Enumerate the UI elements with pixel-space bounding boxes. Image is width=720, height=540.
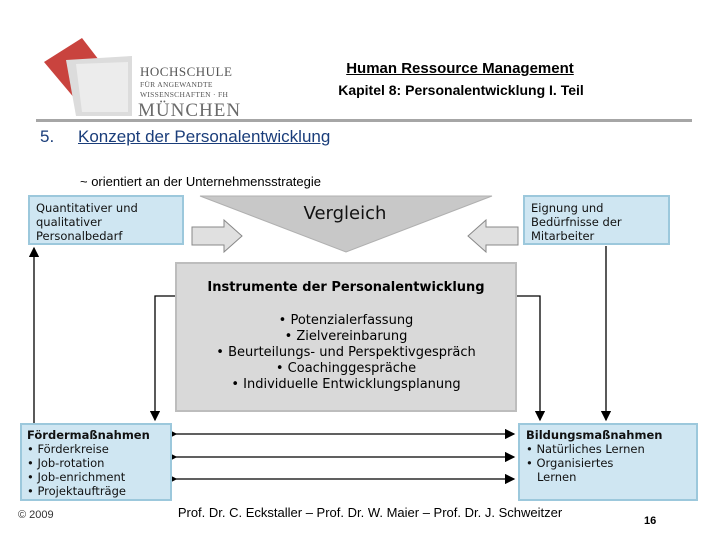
instrumente-title: Instrumente der Personalentwicklung	[207, 280, 485, 295]
box-title: Bildungsmaßnahmen	[526, 428, 663, 442]
list-item: • Potenzialerfassung	[278, 313, 414, 328]
logo-line-1: HOCHSCHULE	[140, 64, 233, 79]
box-mitarbeiter: Eignung und Bedürfnisse der Mitarbeiter	[523, 195, 670, 245]
box-title: Fördermaßnahmen	[27, 428, 150, 442]
logo-line-2: FÜR ANGEWANDTE	[140, 80, 213, 89]
section-subtitle: ~ orientiert an der Unternehmensstrategi…	[80, 174, 321, 189]
list-item: • Zielvereinbarung	[284, 329, 408, 344]
box-foerdermassnahmen: Fördermaßnahmen • Förderkreise • Job-rot…	[20, 423, 172, 501]
list-item: • Natürliches Lernen	[526, 442, 645, 456]
page-number: 16	[644, 515, 657, 527]
list-item: • Organisiertes	[526, 456, 614, 470]
logo-line-3: WISSENSCHAFTEN · FH	[140, 90, 229, 99]
footer-copyright: © 2009	[18, 509, 54, 521]
box-line: Mitarbeiter	[531, 229, 595, 243]
vergleich-triangle	[199, 195, 493, 253]
box-personalbedarf: Quantitativer und qualitativer Personalb…	[28, 195, 184, 245]
box-bildungsmassnahmen: Bildungsmaßnahmen • Natürliches Lernen •…	[518, 423, 698, 501]
list-item: • Individuelle Entwicklungsplanung	[231, 377, 461, 392]
vergleich-label: Vergleich	[303, 203, 387, 224]
box-line: Bedürfnisse der	[531, 215, 622, 229]
list-item: • Job-enrichment	[27, 470, 126, 484]
list-item: • Beurteilungs- und Perspektivgespräch	[216, 345, 476, 360]
logo-line-4: MÜNCHEN	[138, 100, 242, 121]
block-arrow-right	[191, 218, 243, 254]
connector-center-left	[149, 295, 175, 422]
university-logo: HOCHSCHULE FÜR ANGEWANDTE WISSENSCHAFTEN…	[36, 30, 246, 121]
box-line: Quantitativer und	[36, 201, 138, 215]
block-arrow-left	[467, 218, 519, 254]
section-title: Konzept der Personalentwicklung	[78, 127, 331, 146]
logo-mark-icon	[44, 38, 132, 116]
list-item: • Coachinggespräche	[275, 361, 417, 376]
header-subtitle: Kapitel 8: Personalentwicklung I. Teil	[338, 82, 584, 98]
box-instrumente: Instrumente der Personalentwicklung • Po…	[175, 262, 517, 412]
list-item: • Projektaufträge	[27, 484, 126, 498]
box-line: Eignung und	[531, 201, 604, 215]
connector-center-right	[517, 295, 546, 422]
footer-authors: Prof. Dr. C. Eckstaller – Prof. Dr. W. M…	[177, 505, 563, 520]
box-line: qualitativer	[36, 215, 102, 229]
list-item: • Job-rotation	[27, 456, 105, 470]
box-line: Personalbedarf	[36, 229, 123, 243]
header-title: Human Ressource Management	[346, 60, 574, 77]
list-item: Lernen	[526, 470, 577, 484]
instrumente-list: • Potenzialerfassung • Zielvereinbarung …	[177, 313, 515, 393]
header-divider	[36, 119, 692, 122]
section-number: 5.	[40, 127, 55, 146]
list-item: • Förderkreise	[27, 442, 109, 456]
